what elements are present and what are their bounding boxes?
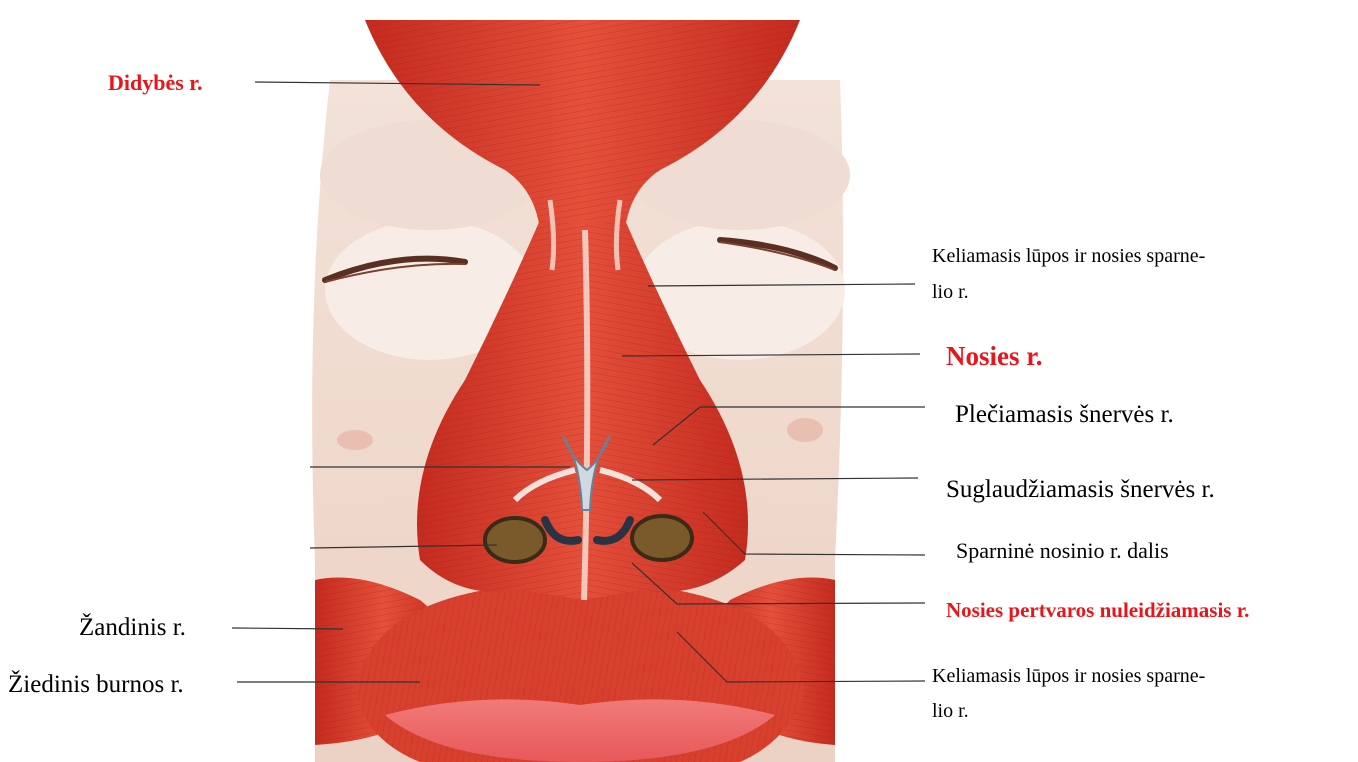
- label-depressor-septi: Nosies pertvaros nuleidžiamasis r.: [946, 598, 1249, 622]
- label-compressor: Suglaudžiamasis šnervės r.: [946, 476, 1215, 505]
- label-alar-part: Sparninė nosinio r. dalis: [956, 538, 1169, 563]
- label-orbicularis-oris: Žiedinis burnos r.: [8, 671, 184, 700]
- label-levator-upper-line2: lio r.: [932, 281, 969, 304]
- label-levator-lower-line2: lio r.: [932, 700, 969, 723]
- label-buccinator: Žandinis r.: [79, 614, 186, 643]
- label-dilator: Plečiamasis šnervės r.: [955, 401, 1174, 430]
- label-levator-upper-line1: Keliamasis lūpos ir nosies sparne-: [932, 245, 1205, 268]
- label-nasalis: Nosies r.: [946, 341, 1043, 372]
- label-procerus: Didybės r.: [108, 70, 203, 95]
- lower-face-muscles: [315, 578, 835, 762]
- label-levator-lower-line1: Keliamasis lūpos ir nosies sparne-: [932, 665, 1205, 688]
